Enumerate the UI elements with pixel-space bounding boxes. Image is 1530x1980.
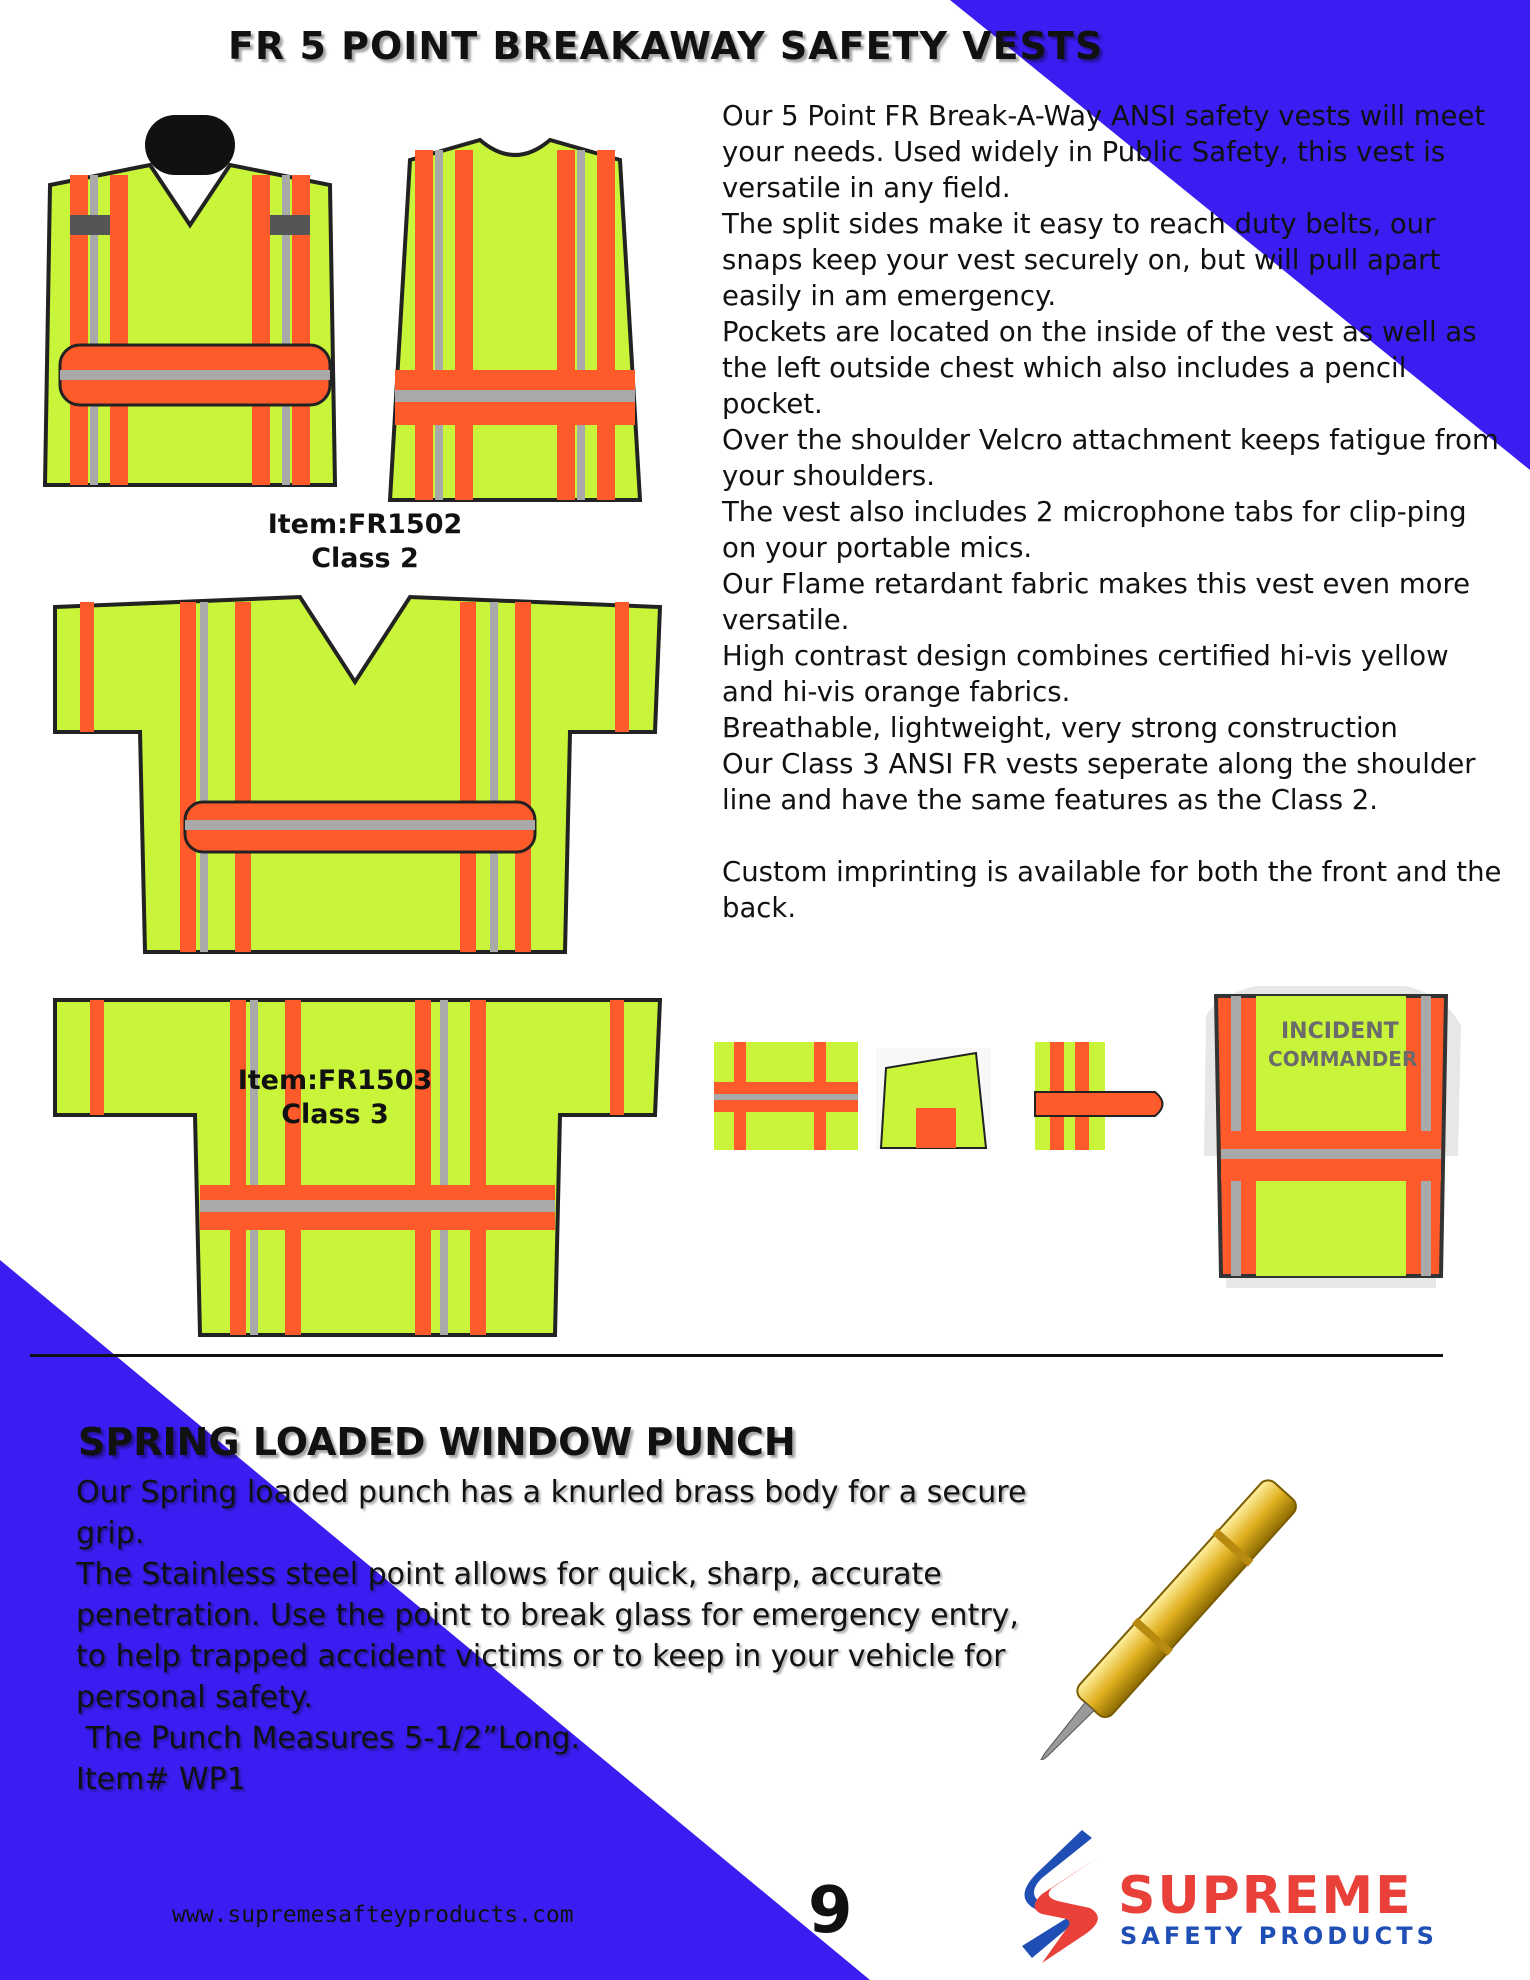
detail-photo-mic-tab-image (1030, 1042, 1170, 1150)
page-number: 9 (808, 1874, 853, 1948)
item-number: Item:FR1502 (267, 509, 463, 540)
description-paragraph: Over the shoulder Velcro attachment keep… (722, 424, 1499, 492)
punch-line: Our Spring loaded punch has a knurled br… (76, 1475, 1027, 1551)
vest-fr1502-front-image (42, 115, 338, 487)
vest-fr1503-back-image (53, 998, 663, 1337)
page-title: FR 5 POINT BREAKAWAY SAFETY VESTS (228, 24, 1104, 68)
description-paragraph: Our Class 3 ANSI FR vests seperate along… (722, 748, 1476, 816)
description-paragraph: Breathable, lightweight, very strong con… (722, 712, 1398, 744)
description-paragraph: The vest also includes 2 microphone tabs… (722, 496, 1467, 564)
description-paragraph: High contrast design combines certified … (722, 640, 1449, 708)
print-incident: INCIDENT (1281, 1019, 1399, 1044)
vest-fr1502-back-image (387, 137, 643, 502)
description-paragraph: Pockets are located on the inside of the… (722, 316, 1477, 420)
punch-line: The Stainless steel point allows for qui… (76, 1557, 1019, 1715)
item-class: Class 3 (281, 1099, 389, 1130)
detail-photo-pocket-image (876, 1048, 991, 1150)
description-paragraph: Our 5 Point FR Break-A-Way ANSI safety v… (722, 100, 1486, 204)
print-commander: COMMANDER (1268, 1047, 1417, 1071)
window-punch-image (1039, 1479, 1297, 1760)
punch-line: The Punch Measures 5-1/2”Long. (76, 1721, 581, 1756)
top-right-blue-triangle (950, 0, 1530, 470)
punch-section-title: SPRING LOADED WINDOW PUNCH (78, 1420, 796, 1464)
item-fr1502-label: Item:FR1502 Class 2 (245, 508, 485, 576)
description-paragraph: The split sides make it easy to reach du… (722, 208, 1441, 312)
detail-photo-belt-image (714, 1042, 858, 1150)
logo-wordmark-safety-products: SAFETY PRODUCTS (1120, 1922, 1438, 1950)
description-paragraph: Our Flame retardant fabric makes this ve… (722, 568, 1471, 636)
bottom-left-blue-triangle (0, 1260, 870, 1980)
punch-line: Item# WP1 (76, 1762, 246, 1797)
item-number: Item:FR1503 (237, 1065, 433, 1096)
logo-wordmark-supreme: SUPREME (1118, 1866, 1413, 1926)
supreme-logo-icon (1022, 1830, 1098, 1963)
footer-website-link[interactable]: www.supremesafteyproducts.com (172, 1902, 574, 1928)
custom-imprint-note: Custom imprinting is available for both … (722, 856, 1502, 924)
vest-fr1503-front-image (53, 594, 663, 954)
punch-description: Our Spring loaded punch has a knurled br… (76, 1472, 1056, 1800)
incident-commander-vest-photo: INCIDENT COMMANDER (1196, 956, 1466, 1288)
section-divider (30, 1354, 1443, 1357)
item-fr1503-label: Item:FR1503 Class 3 (215, 1064, 455, 1132)
item-class: Class 2 (311, 543, 419, 574)
product-description: Our 5 Point FR Break-A-Way ANSI safety v… (722, 98, 1502, 926)
